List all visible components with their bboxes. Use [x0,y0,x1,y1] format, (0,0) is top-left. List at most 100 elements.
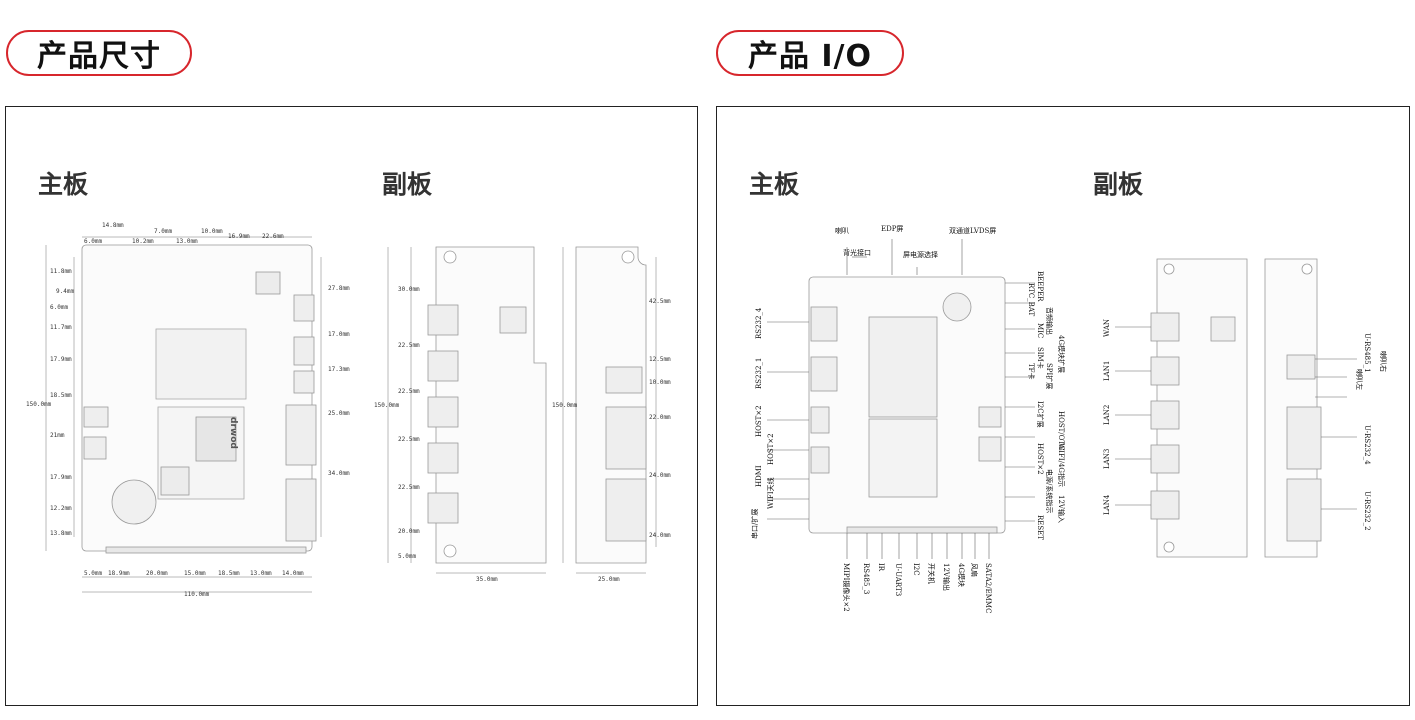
sub-board-1-drawing [427,246,547,564]
dim-right-1: 27.8mm [328,285,350,292]
io-spi-ext: SPI扩展 [1045,363,1054,389]
dim-bottom-7: 14.0mm [282,570,304,577]
io-reset: RESET [1036,515,1044,540]
io-main-bottom-labels: MIPI摄像头×2 RS485_3 IR U-UART3 I2C 开关机 12V… [842,563,992,613]
dim-sub1-7: 5.0mm [398,553,416,560]
io-12v-in: 12V输入 [1057,495,1066,523]
dim-left-8: 17.9mm [50,474,72,481]
io-serial-ext: 串口/扩展 [750,509,759,539]
io-audio-out: 音频输出 [1045,307,1054,335]
sub-board-2-drawing [575,246,647,564]
dim-sub2-3: 10.0mm [649,379,671,386]
io-u-rs232-2: U-RS232_2 [1363,491,1371,531]
dim-top-3: 10.2mm [132,238,154,245]
dim-right-2: 17.0mm [328,331,350,338]
dim-left-4: 11.7mm [50,324,72,331]
io-wifi-4g-led: WIFI/4G指示 [1057,443,1066,487]
io-backlight: 背光接口 [843,248,871,257]
io-host-2: HOST×2 [767,433,775,465]
dimensions-drawing: drwod 14.8mm 6.0mm 10.2mm 7.0mm 13.0mm 1… [26,222,671,598]
io-u-rs485-1: U-RS485_1 [1363,333,1371,373]
io-lan4: LAN4 [1103,494,1111,515]
dim-sub1-2: 22.5mm [398,342,420,349]
dimensions-panel: 主板 副板 drwod [5,106,698,706]
title-dimensions: 产品尺寸 [37,39,161,74]
io-drawing: 喇叭 EDP屏 双通道LVDS屏 背光接口 屏电源选择 RS232_4 RS23… [750,225,1388,613]
dim-sub1-height: 150.0mm [374,402,400,409]
main-left-dims: 11.8mm 9.4mm 6.0mm 11.7mm 17.9mm 18.5mm … [26,268,74,537]
io-i2c-ext: I2C扩展 [1036,401,1045,428]
dim-sub1-width: 35.0mm [476,576,498,583]
dim-left-9: 12.2mm [50,505,72,512]
title-io: 产品 I/O [747,39,873,74]
dim-bottom-5: 18.5mm [218,570,240,577]
dim-bottom-1: 5.0mm [84,570,102,577]
dim-top-7: 16.9mm [228,233,250,240]
dim-sub2-6: 24.0mm [649,532,671,539]
dim-right-4: 25.0mm [328,410,350,417]
main-right-dims: 27.8mm 17.0mm 17.3mm 25.0mm 34.0mm [328,285,350,477]
io-4g-module: 4G模块 [957,563,966,587]
io-beeper: BEEPER [1036,271,1044,302]
io-speaker-left: 喇叭左 [1355,369,1364,390]
io-sub2-labels: U-RS485_1 喇叭右 喇叭左 U-RS232_4 U-RS232_2 [1355,333,1388,531]
io-main-top-labels: 喇叭 EDP屏 双通道LVDS屏 背光接口 屏电源选择 [835,225,996,259]
io-rtc-bat: RTC_BAT [1027,283,1035,316]
io-mic: MIC [1036,323,1044,338]
io-rs232-4: RS232_4 [755,307,763,339]
io-main-left-labels: RS232_4 RS232_1 HOST×2 HOST×2 HDMI WIFI天… [750,307,775,539]
io-12v-out: 12V输出 [942,563,951,591]
dim-bottom-3: 20.0mm [146,570,168,577]
io-sub-board-label: 副板 [1093,170,1144,199]
dim-bottom-4: 15.0mm [184,570,206,577]
main-bottom-dims: 5.0mm 18.9mm 20.0mm 15.0mm 18.5mm 13.0mm… [84,570,304,598]
dim-sub2-1: 42.5mm [649,298,671,305]
dim-top-8: 22.6mm [262,233,284,240]
io-sub-board-2-drawing [1264,258,1322,558]
dim-sub2-width: 25.0mm [598,576,620,583]
io-4g-ext: 4G模块扩展 [1057,335,1066,373]
io-fan: 风扇 [970,563,979,577]
dim-right-5: 34.0mm [328,470,350,477]
dim-sub2-2: 12.5mm [649,356,671,363]
dim-sub2-4: 22.0mm [649,414,671,421]
io-main-right-labels: BEEPER RTC_BAT 音频输出 MIC 4G模块扩展 SIM卡 TF卡 … [1027,271,1066,540]
main-board-label: 主板 [38,170,89,199]
io-main-board-label: 主板 [749,170,800,199]
io-lan2: LAN2 [1103,405,1111,425]
io-power-led: 电源/系统指示 [1045,469,1054,513]
io-host-1: HOST×2 [755,405,763,437]
io-wan: WAN [1103,319,1111,337]
dim-main-height: 150.0mm [26,401,52,408]
io-speaker-right: 喇叭右 [1379,351,1388,372]
dim-sub1-6: 20.0mm [398,528,420,535]
io-host-3: HOST×2 [1036,443,1044,475]
io-power-switch: 开关机 [927,563,936,584]
dim-bottom-6: 13.0mm [250,570,272,577]
io-tf: TF卡 [1027,363,1036,380]
dim-sub1-3: 22.5mm [398,388,420,395]
dim-left-7: 21mm [50,432,65,439]
board-logo: drwod [228,417,238,449]
io-lvds: 双通道LVDS屏 [949,226,996,235]
dim-top-1: 14.8mm [102,222,124,229]
io-sub-board-1-drawing [1150,258,1248,558]
dim-left-6: 18.5mm [50,392,72,399]
io-sim: SIM卡 [1036,347,1045,369]
title-badge-io: 产品 I/O [716,30,904,76]
io-edp: EDP屏 [881,225,903,233]
title-badge-dimensions: 产品尺寸 [6,30,192,76]
sub1-dims: 150.0mm 30.0mm 22.5mm 22.5mm 22.5mm 22.5… [374,286,498,583]
dim-main-width: 110.0mm [184,591,210,598]
dim-sub1-1: 30.0mm [398,286,420,293]
io-i2c: I2C [912,563,920,576]
dim-left-5: 17.9mm [50,356,72,363]
dim-sub2-height: 150.0mm [552,402,578,409]
io-panel-power: 屏电源选择 [903,250,938,259]
io-lan3: LAN3 [1103,449,1111,469]
dim-left-10: 13.8mm [50,530,72,537]
dim-right-3: 17.3mm [328,366,350,373]
sub-board-label: 副板 [382,170,433,199]
dim-sub1-4: 22.5mm [398,436,420,443]
io-sata-emmc: SATA2/EMMC [984,563,992,613]
